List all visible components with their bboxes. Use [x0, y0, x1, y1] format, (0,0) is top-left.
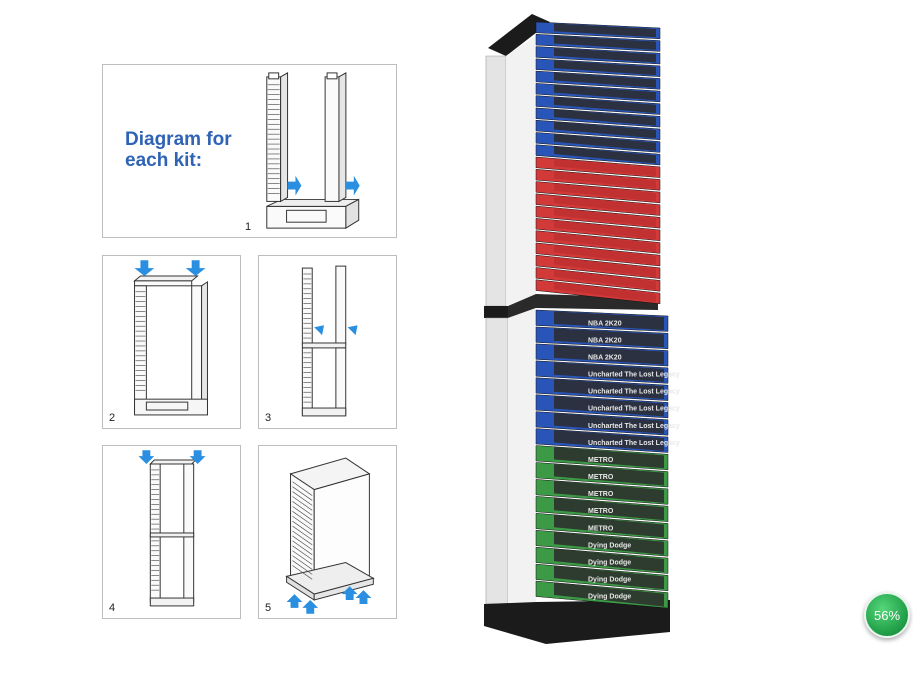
game-case-spine: [554, 396, 664, 417]
game-case-spine: [554, 548, 664, 573]
game-case-spine: [554, 244, 656, 265]
game-case-title: Dying Dodge: [588, 594, 631, 601]
game-case-title: METRO: [588, 491, 614, 498]
game-case-spine: [554, 565, 664, 590]
game-case-title: Uncharted The Lost Legacy: [588, 389, 680, 396]
game-case-title: Dying Dodge: [588, 542, 631, 549]
game-case-title: Uncharted The Lost Legacy: [588, 423, 680, 430]
game-case-spine: [554, 447, 664, 469]
game-case-title: Dying Dodge: [588, 559, 631, 566]
step-4-illustration: [138, 450, 206, 607]
game-case-title: NBA 2K20: [588, 337, 622, 344]
game-case-spine: [554, 463, 664, 486]
diagram-title: Diagram for each kit:: [125, 129, 232, 171]
step-2-panel: 2: [102, 255, 241, 429]
upper-case-stack: [535, 21, 661, 305]
game-case-spine: [554, 219, 656, 240]
game-case-spine: [554, 480, 664, 503]
game-case-spine: [554, 84, 656, 101]
game-case-spine: [554, 413, 664, 434]
game-case-spine: [554, 109, 656, 126]
step-3-panel: 3: [258, 255, 397, 429]
step-2-illustration: [133, 260, 208, 416]
game-case-spine: [554, 170, 656, 189]
step-4-panel: 4: [102, 445, 241, 619]
step-number: 2: [109, 412, 116, 424]
game-case-title: METRO: [588, 508, 614, 515]
game-case-spine: [554, 195, 656, 214]
game-case-spine: [554, 281, 656, 303]
game-case-spine: [554, 582, 664, 607]
game-case-spine: [554, 345, 664, 365]
game-case-title: METRO: [588, 525, 614, 532]
progress-badge[interactable]: 56%: [864, 592, 910, 638]
step-number: 5: [265, 602, 272, 614]
step-1-panel: Diagram for each kit: 1: [102, 64, 397, 238]
game-case-title: NBA 2K20: [588, 355, 622, 362]
game-case-title: METRO: [588, 457, 614, 464]
game-case-spine: [554, 35, 656, 50]
step-5-illustration: [285, 457, 375, 614]
game-case-title: METRO: [588, 474, 614, 481]
step-5-panel: 5: [258, 445, 397, 619]
game-case-spine: [554, 268, 656, 290]
game-case-spine: [554, 121, 656, 139]
game-case-spine: [554, 146, 656, 164]
game-case-spine: [554, 48, 656, 63]
step-number: 3: [265, 412, 272, 424]
game-case-title: NBA 2K20: [588, 320, 622, 327]
step-1-illustration: [266, 72, 360, 229]
game-case-spine: [554, 256, 656, 278]
game-case-spine: [554, 183, 656, 202]
game-case-title: Uncharted The Lost Legacy: [588, 406, 680, 413]
game-case-title: Dying Dodge: [588, 577, 631, 584]
game-case-title: Uncharted The Lost Legacy: [588, 440, 680, 447]
game-case-spine: [554, 158, 656, 177]
step-3-illustration: [301, 265, 358, 417]
game-case-spine: [554, 531, 664, 555]
game-case-spine: [554, 97, 656, 114]
game-case-spine: [554, 232, 656, 252]
game-case-spine: [554, 207, 656, 227]
step-number: 4: [109, 602, 116, 614]
game-case-spine: [554, 362, 664, 382]
tower-frame: [484, 14, 670, 644]
game-case-spine: [554, 311, 664, 330]
game-case-spine: [554, 72, 656, 88]
step-number: 1: [245, 221, 252, 233]
game-case-spine: [554, 60, 656, 76]
game-case-spine: [554, 328, 664, 348]
game-case-spine: [554, 430, 664, 451]
game-case-spine: [554, 379, 664, 400]
game-case-spine: [554, 514, 664, 538]
game-case-spine: [554, 497, 664, 521]
game-case-spine: [554, 23, 656, 38]
game-case-title: Uncharted The Lost Legacy: [588, 372, 680, 379]
game-case-spine: [554, 133, 656, 151]
